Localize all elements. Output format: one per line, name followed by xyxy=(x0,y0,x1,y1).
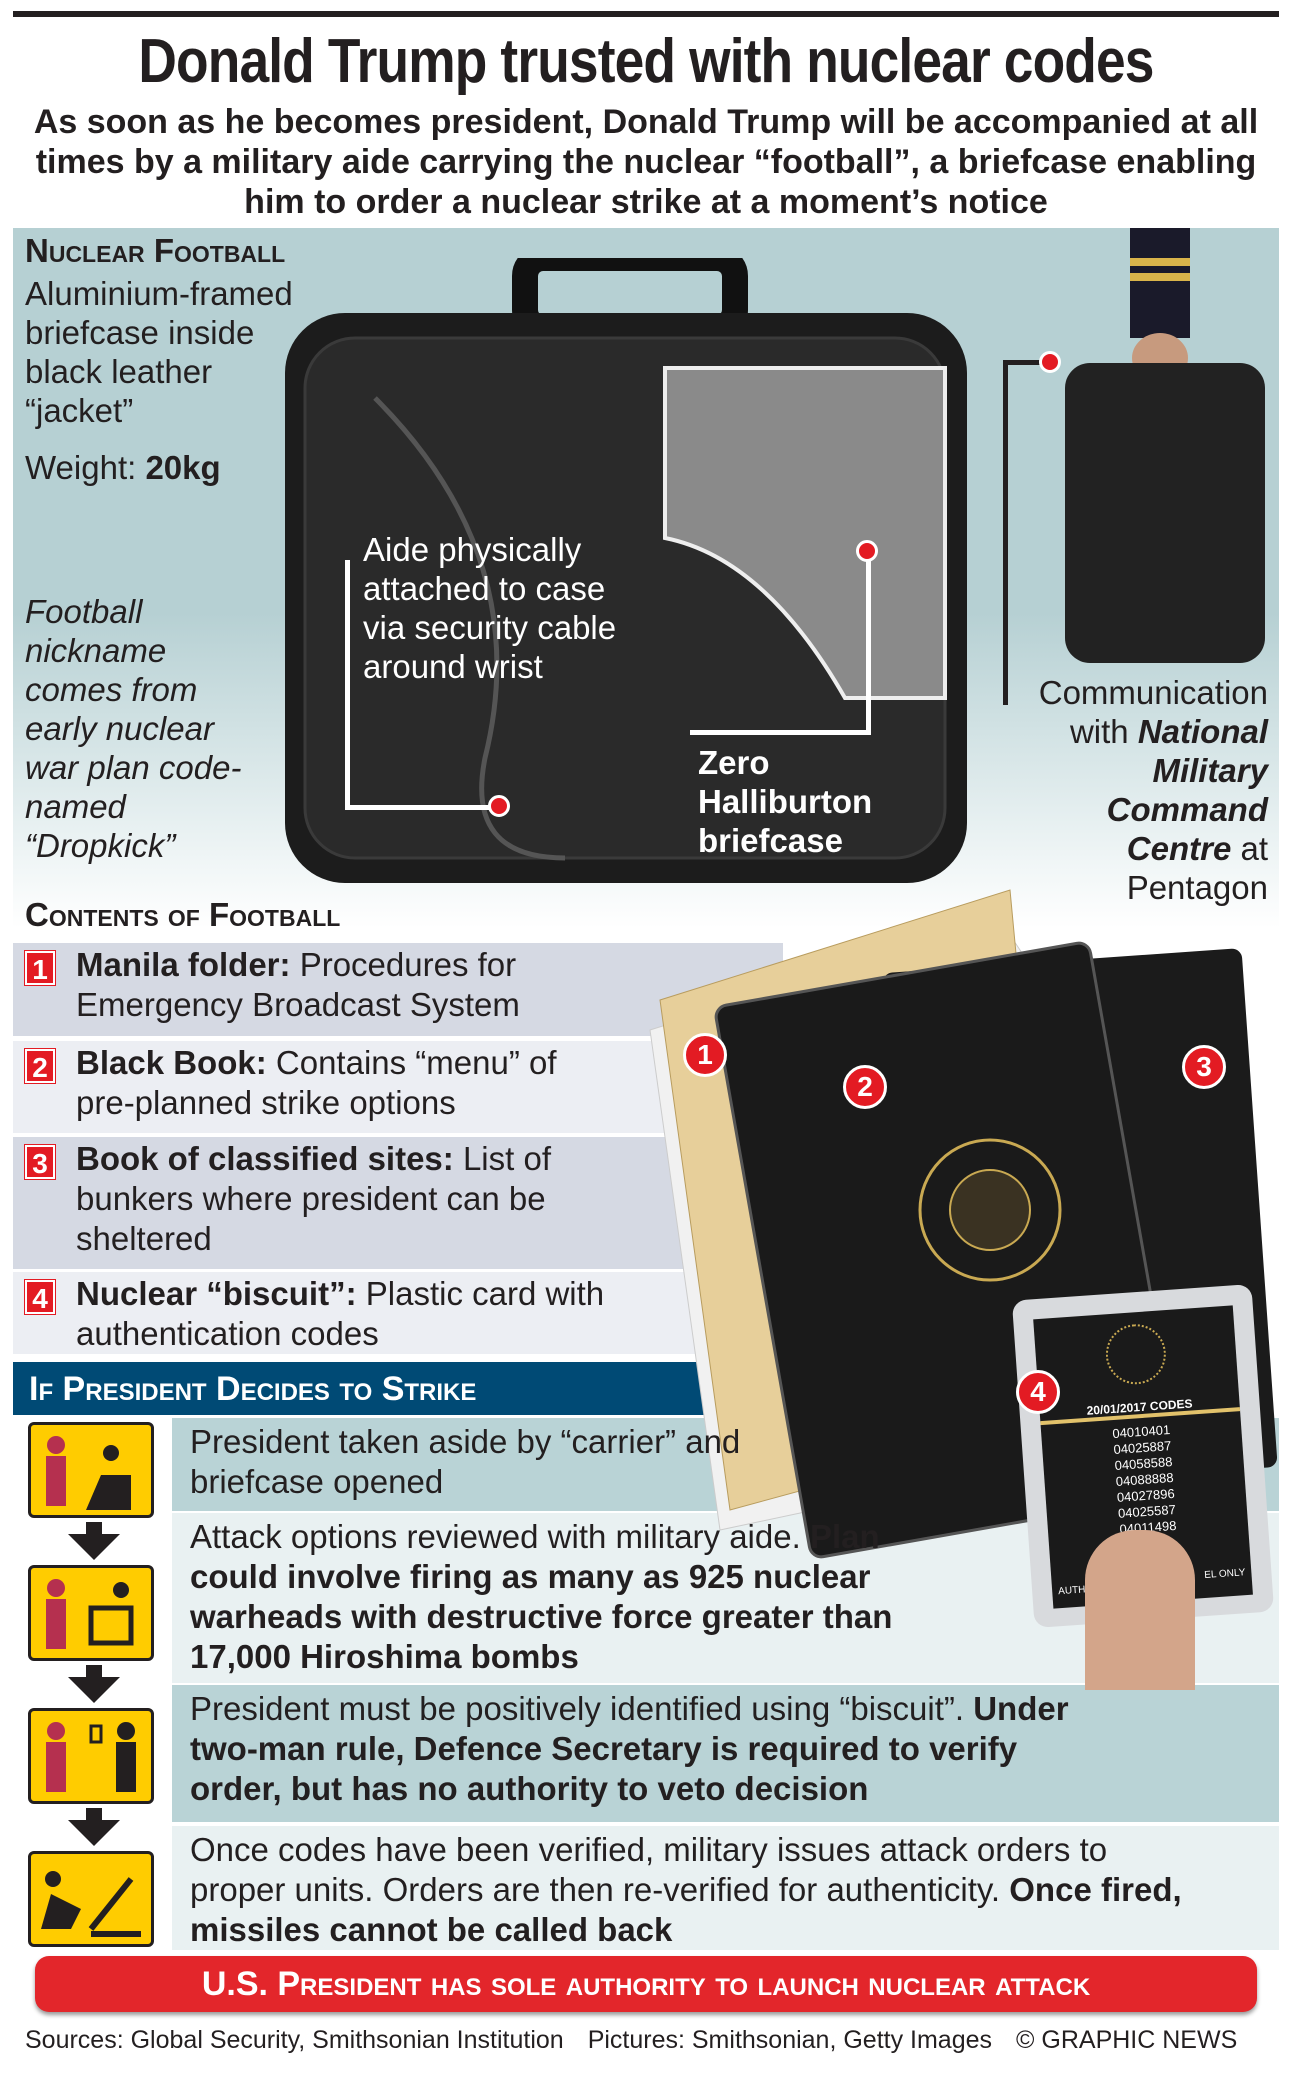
leader-line xyxy=(345,805,495,810)
review-options-icon xyxy=(28,1565,154,1661)
sources: Sources: Global Security, Smithsonian In… xyxy=(25,2026,564,2054)
number-badge: 1 xyxy=(24,950,56,986)
strike-step: President must be positively identified … xyxy=(172,1685,1279,1822)
leader-line xyxy=(1003,360,1008,705)
number-badge: 3 xyxy=(24,1144,56,1180)
item-text: Book of classified sites: List of bunker… xyxy=(76,1140,551,1257)
arrow-icon xyxy=(86,1522,102,1536)
leader-line xyxy=(690,730,870,735)
item-text: Manila folder: Procedures for Emergency … xyxy=(76,946,520,1023)
number-badge: 4 xyxy=(24,1279,56,1315)
pictures-credit: Pictures: Smithsonian, Getty Images xyxy=(587,2026,993,2054)
marker-dot xyxy=(488,795,510,817)
arrow-icon xyxy=(86,1808,102,1822)
step-text: President taken aside by “carrier” and b… xyxy=(190,1423,741,1500)
contents-item: 3 Book of classified sites: List of bunke… xyxy=(13,1137,783,1269)
contents-heading: Contents of Football xyxy=(25,896,341,933)
page-title: Donald Trump trusted with nuclear codes xyxy=(138,27,1154,96)
presidential-seal-icon xyxy=(1103,1322,1168,1387)
zero-halliburton-label: Zero Halliburton briefcase xyxy=(698,744,873,859)
authority-banner: U.S. President has sole authority to lau… xyxy=(35,1956,1257,2012)
leader-line xyxy=(1003,360,1043,365)
nickname-note: Football nickname comes from early nucle… xyxy=(25,593,242,864)
carried-briefcase-image xyxy=(1065,228,1265,663)
comm-text: Communication with xyxy=(1038,674,1268,750)
arrow-icon xyxy=(68,1677,120,1703)
item-text: Nuclear “biscuit”: Plastic card with aut… xyxy=(76,1275,605,1352)
contents-item: 1 Manila folder: Procedures for Emergency… xyxy=(13,943,783,1036)
arrow-icon xyxy=(68,1820,120,1846)
subtitle: As soon as he becomes president, Donald … xyxy=(33,103,1259,221)
leader-line xyxy=(866,560,871,735)
contents-item: 4 Nuclear “biscuit”: Plastic card with au… xyxy=(13,1272,783,1354)
president-carrier-icon xyxy=(28,1422,154,1518)
marker-dot xyxy=(856,540,878,562)
comm-text: at Pentagon xyxy=(1126,830,1268,906)
step-text: President must be positively identified … xyxy=(190,1690,1069,1807)
weight-label: Weight: xyxy=(25,449,146,486)
identification-icon xyxy=(28,1708,154,1804)
marker-dot xyxy=(1039,351,1061,373)
item-text: Black Book: Contains “menu” of pre-plann… xyxy=(76,1044,557,1121)
strike-heading: If President Decides to Strike xyxy=(13,1362,773,1415)
military-orders-icon xyxy=(28,1851,154,1947)
hand-image xyxy=(1085,1530,1195,1690)
comm-bold: National Military Command Centre xyxy=(1106,713,1268,867)
weight-value: 20kg xyxy=(145,449,221,486)
footer: Sources: Global Security, Smithsonian In… xyxy=(25,2026,1275,2055)
marker-4: 4 xyxy=(1016,1370,1060,1414)
number-badge: 2 xyxy=(24,1048,56,1084)
step-text: Attack options reviewed with military ai… xyxy=(190,1518,893,1675)
marker-2: 2 xyxy=(843,1065,887,1109)
weight: Weight: 20kg xyxy=(25,448,221,487)
football-description: Aluminium-framed briefcase inside black … xyxy=(25,275,293,429)
briefcase-image xyxy=(285,258,967,883)
aide-note: Aide physically attached to case via sec… xyxy=(363,531,617,685)
leader-line xyxy=(345,560,350,810)
contents-item: 2 Black Book: Contains “menu” of pre-plan… xyxy=(13,1041,783,1133)
section-heading: Nuclear Football xyxy=(25,232,286,269)
marker-1: 1 xyxy=(683,1033,727,1077)
top-rule xyxy=(13,11,1279,17)
step-text: Once codes have been verified, military … xyxy=(190,1831,1182,1948)
communication-note: Communication with National Military Com… xyxy=(1000,673,1268,907)
arrow-icon xyxy=(86,1665,102,1679)
strike-step: Attack options reviewed with military ai… xyxy=(172,1513,1279,1683)
strike-step: Once codes have been verified, military … xyxy=(172,1826,1279,1950)
card-footer-right: EL ONLY xyxy=(1203,1567,1246,1581)
copyright: © GRAPHIC NEWS xyxy=(1016,2026,1238,2054)
marker-3: 3 xyxy=(1182,1045,1226,1089)
arrow-icon xyxy=(68,1534,120,1560)
